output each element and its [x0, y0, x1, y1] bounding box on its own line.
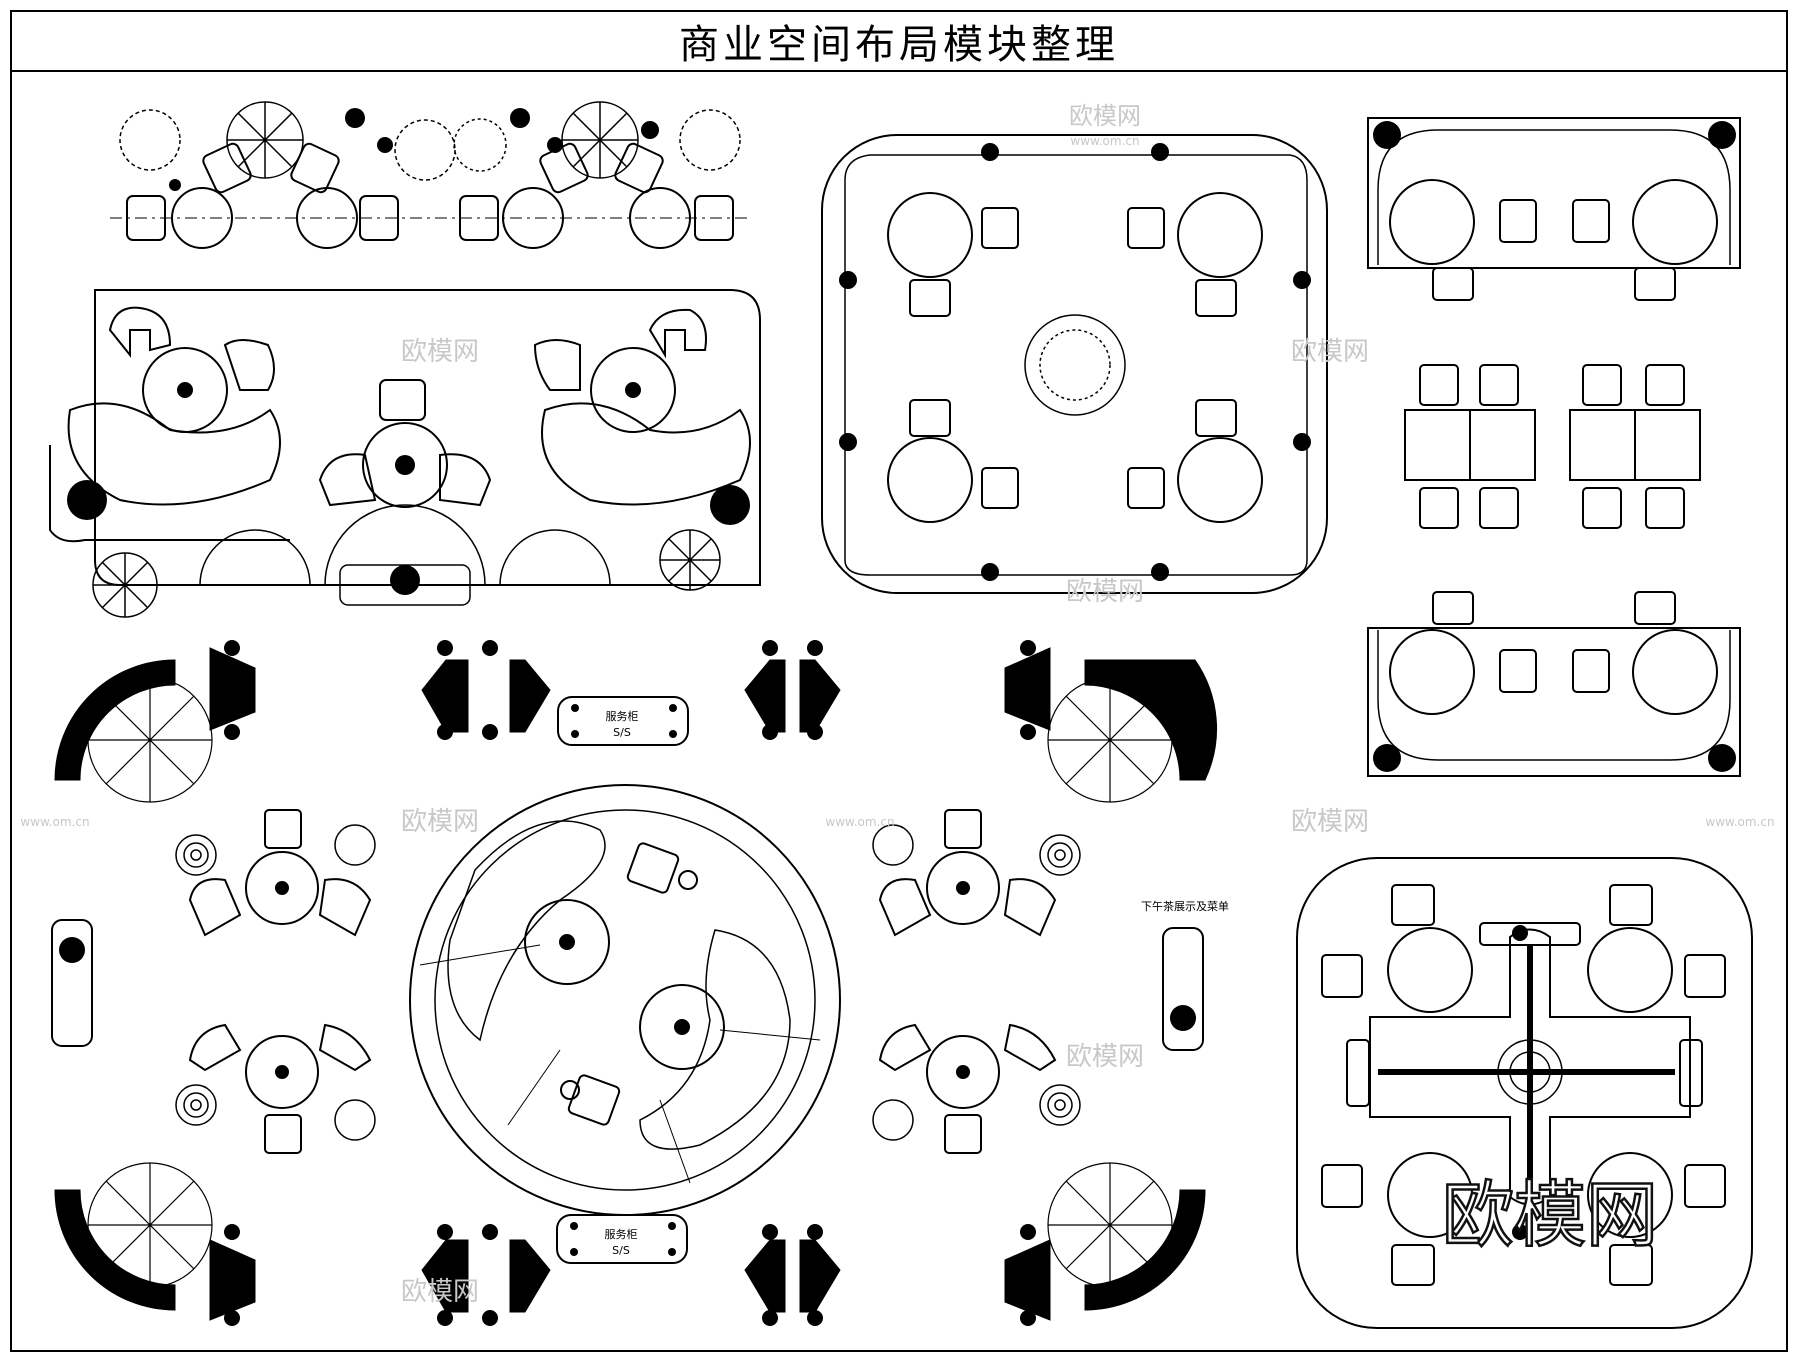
module-top-strip: [110, 101, 750, 249]
module-dining-square: [821, 134, 1328, 594]
module-booth-right: [1367, 117, 1741, 777]
afternoon-tea-label: 下午茶展示及菜单: [1141, 900, 1229, 913]
watermark-url: www.om.cn: [20, 815, 89, 829]
service-cabinet-label: 服务柜: [605, 1228, 638, 1241]
page-title: 商业空间布局模块整理: [679, 22, 1119, 68]
watermark-logo: 欧模网: [401, 807, 479, 837]
watermark-logo: 欧模网: [1291, 807, 1369, 837]
module-host-stands: [209, 640, 1051, 1326]
watermark: 欧模网 www.om.cn 欧模网 欧模网 欧模网 欧模网 欧模网 欧模网 欧模…: [20, 102, 1774, 1307]
curved-sofa: [49, 402, 751, 543]
watermark-logo: 欧模网: [1291, 337, 1369, 367]
black-post-marker: [67, 382, 750, 595]
armchair: [188, 809, 1057, 1154]
black-post-marker: [224, 640, 1036, 1326]
black-post-marker: [1512, 925, 1528, 1240]
watermark-url: www.om.cn: [825, 815, 894, 829]
planter-round: [1497, 1039, 1563, 1105]
dining-chair: [909, 207, 1237, 509]
text-labels: 服务柜 S/S 服务柜 S/S 下午茶展示及菜单: [605, 710, 1230, 1257]
watermark-logo: 欧模网: [1066, 1042, 1144, 1072]
watermark-logo-large: 欧模网: [1442, 1173, 1658, 1257]
service-cabinet-code: S/S: [612, 1244, 630, 1257]
round-table: [245, 851, 1000, 1109]
watermark-url: www.om.cn: [1070, 134, 1139, 148]
round-table: [887, 192, 1263, 523]
drawing-sheet: 商业空间布局模块整理: [10, 10, 1788, 1352]
title-bar: 商业空间布局模块整理: [12, 12, 1786, 72]
square-table: [1404, 409, 1701, 481]
round-table: [1387, 927, 1673, 1238]
module-oval-lounge: [409, 784, 841, 1216]
watermark-logo: 欧模网: [1066, 577, 1144, 607]
black-post-marker: [1373, 121, 1736, 149]
watermark-logo: 欧模网: [1069, 102, 1141, 130]
round-table: [142, 347, 676, 508]
black-post-marker: [275, 881, 970, 1079]
watermark-url: www.om.cn: [1705, 815, 1774, 829]
service-cabinet-code: S/S: [613, 726, 631, 739]
watermark-logo: 欧模网: [401, 1277, 479, 1307]
armchair: [108, 306, 707, 507]
armchair: [126, 142, 734, 241]
tree-symbol: [87, 677, 1173, 1288]
dining-chair: [1419, 364, 1685, 529]
host-stand: [209, 647, 1051, 1321]
module-corner-benches: [54, 659, 1218, 1311]
black-post-marker: [839, 143, 1311, 581]
dining-chair: [1321, 884, 1726, 1286]
tree-symbol: [119, 101, 741, 181]
watermark-logo: 欧模网: [401, 337, 479, 367]
module-booth-lounge: [49, 289, 761, 618]
module-trio-tables: [175, 809, 1081, 1154]
black-post-marker: [559, 934, 690, 1035]
service-cabinet: [556, 696, 689, 1264]
black-post-marker: [169, 108, 659, 191]
planter-semicircle: [92, 504, 721, 618]
cafe-table: [110, 187, 750, 249]
side-table-target: [175, 824, 1081, 1141]
black-post-marker: [1373, 744, 1736, 772]
service-cabinet-label: 服务柜: [606, 710, 639, 723]
planter-round: [1024, 314, 1126, 416]
display-stand: [51, 919, 1204, 1051]
module-cross-dining: [1296, 857, 1753, 1329]
